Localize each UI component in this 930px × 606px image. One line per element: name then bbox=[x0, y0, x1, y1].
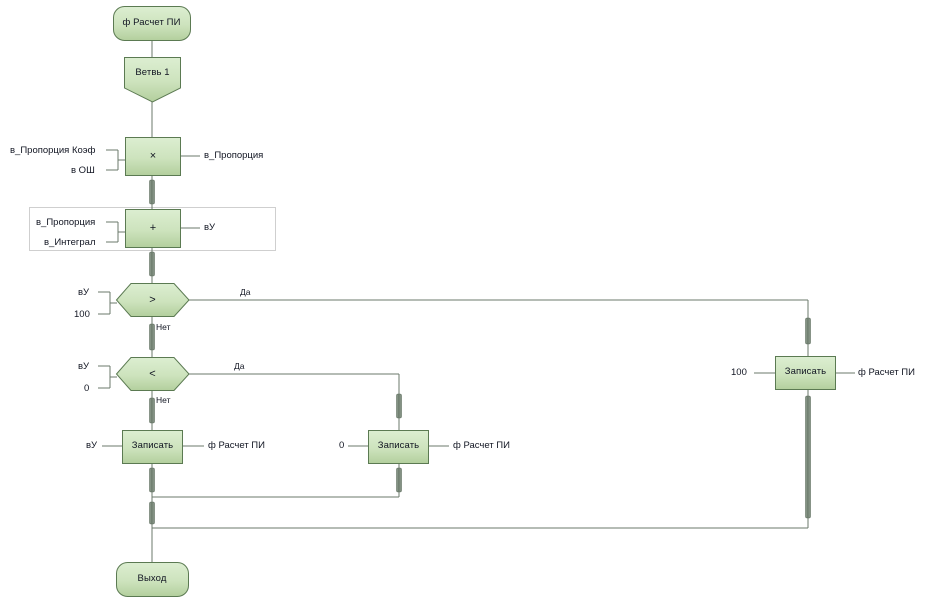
port-label-compare-less-input-1: вУ bbox=[78, 361, 90, 372]
port-stubs bbox=[98, 149, 855, 447]
edge-label-less-yes: Да bbox=[234, 361, 245, 371]
node-exit[interactable] bbox=[116, 562, 189, 597]
node-compare-greater[interactable] bbox=[115, 283, 190, 317]
port-label-add-input-2: в_Интеграл bbox=[44, 237, 96, 248]
node-add[interactable] bbox=[125, 209, 181, 248]
edge-label-less-no: Нет bbox=[156, 395, 171, 405]
port-label-compare-greater-input-2: 100 bbox=[74, 309, 90, 320]
port-label-write-vu-output: ф Расчет ПИ bbox=[208, 440, 265, 451]
node-multiply[interactable] bbox=[125, 137, 181, 176]
port-label-compare-greater-input-1: вУ bbox=[78, 287, 90, 298]
node-compare-less[interactable] bbox=[115, 357, 190, 391]
connector-group bbox=[151, 40, 809, 562]
port-label-write-hundred-output: ф Расчет ПИ bbox=[858, 367, 915, 378]
port-label-multiply-output: в_Пропорция bbox=[204, 150, 264, 161]
node-branch-1[interactable] bbox=[124, 57, 181, 103]
port-label-add-input-1: в_Пропорция bbox=[36, 217, 96, 228]
port-label-add-output: вУ bbox=[204, 222, 216, 233]
node-write-vu[interactable] bbox=[122, 430, 183, 464]
port-label-write-zero-output: ф Расчет ПИ bbox=[453, 440, 510, 451]
port-label-multiply-input-1: в_Пропорция Коэф bbox=[10, 145, 96, 156]
node-write-zero[interactable] bbox=[368, 430, 429, 464]
port-label-multiply-input-2: в ОШ bbox=[71, 165, 95, 176]
connector-handles[interactable] bbox=[149, 179, 811, 525]
edge-label-greater-no: Нет bbox=[156, 322, 171, 332]
node-write-hundred[interactable] bbox=[775, 356, 836, 390]
port-label-compare-less-input-2: 0 bbox=[84, 383, 90, 394]
node-start[interactable] bbox=[113, 6, 191, 41]
port-label-write-hundred-input: 100 bbox=[731, 367, 747, 378]
port-label-write-zero-input: 0 bbox=[339, 440, 345, 451]
port-label-write-vu-input: вУ bbox=[86, 440, 98, 451]
edge-label-greater-yes: Да bbox=[240, 287, 251, 297]
